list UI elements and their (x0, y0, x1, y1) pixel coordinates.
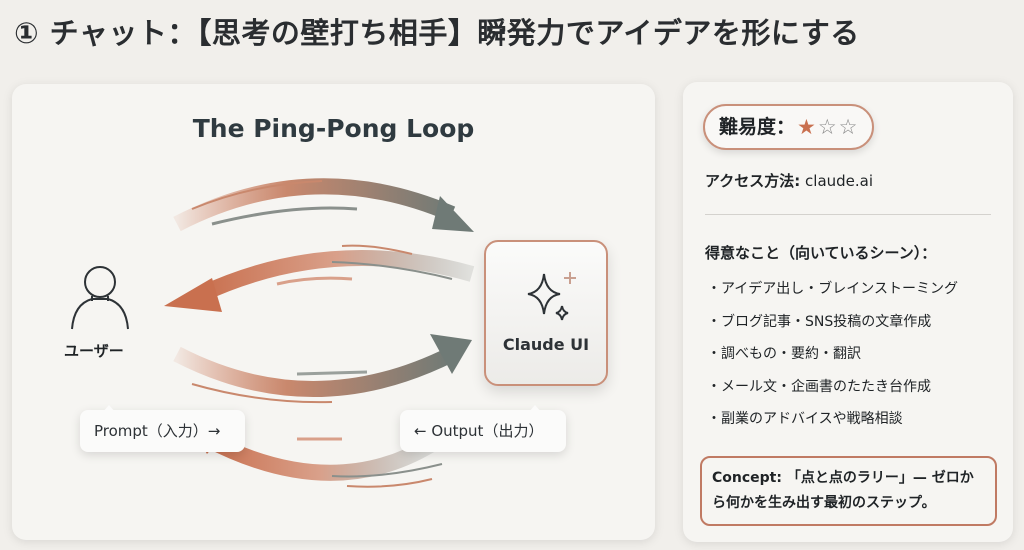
arrow-thin (191, 180, 323, 210)
arrow-thin (331, 261, 453, 280)
star-filled-icon: ★ (797, 114, 816, 139)
arrow-head (164, 278, 222, 312)
access-label: アクセス方法: (705, 172, 801, 190)
arrow-thin (296, 370, 368, 376)
arrow-output-bottom (203, 431, 437, 481)
arrow-head (430, 334, 472, 374)
arrow-thin (346, 478, 433, 488)
output-bubble: ← Output（出力） (400, 405, 566, 452)
list-item: ・メール文・企画書のたたき台作成 (707, 378, 931, 395)
prompt-bubble: Prompt（入力）→ (80, 405, 245, 452)
info-panel: 難易度： ★ ☆ ☆ アクセス方法: claude.ai 得意なこと（向いている… (683, 82, 1013, 542)
diagram-title: The Ping-Pong Loop (192, 114, 475, 143)
strengths-list: ・アイデア出し・ブレインストーミング ・ブログ記事・SNS投稿の文章作成 ・調べ… (707, 278, 958, 441)
user-icon (71, 266, 129, 330)
list-item: ・アイデア出し・ブレインストーミング (707, 281, 959, 297)
arrow-prompt-top (173, 178, 456, 232)
divider (705, 214, 991, 215)
access-value: claude.ai (805, 172, 874, 190)
concept-box: Concept: 「点と点のラリー」— ゼロから何かを生み出す最初のステップ。 (700, 456, 997, 526)
user-label: ユーザー (64, 342, 124, 360)
diagram-panel: The Ping-Pong Loop ユーザー (12, 84, 655, 540)
difficulty-label: 難易度： (719, 116, 796, 138)
arrow-thin (331, 463, 443, 478)
sparkle-icon (527, 272, 576, 321)
claude-ui-label: Claude UI (502, 335, 590, 354)
star-empty-icon: ☆ (817, 114, 837, 139)
strengths-heading: 得意なこと（向いているシーン）： (705, 244, 937, 262)
arrow-head (432, 196, 474, 232)
arrow-output-top (198, 250, 475, 302)
difficulty-badge: 難易度： ★ ☆ ☆ (703, 104, 874, 150)
ping-pong-arrows (71, 178, 475, 488)
list-item: ・ブログ記事・SNS投稿の文章作成 (707, 313, 932, 330)
arrow-thin (276, 276, 353, 286)
claude-ui-node: Claude UI (484, 240, 608, 386)
arrow-thin (191, 383, 333, 404)
access-method: アクセス方法: claude.ai (705, 170, 873, 191)
arrow-thin (211, 206, 358, 226)
arrow-thin (341, 244, 413, 255)
page-title: ① チャット：【思考の壁打ち相手】瞬発力でアイデアを形にする (14, 16, 860, 50)
arrow-prompt-bottom (173, 346, 456, 397)
list-item: ・副業のアドバイスや戦略相談 (707, 411, 903, 427)
list-item: ・調べもの・要約・翻訳 (707, 346, 861, 362)
star-empty-icon: ☆ (838, 114, 858, 139)
